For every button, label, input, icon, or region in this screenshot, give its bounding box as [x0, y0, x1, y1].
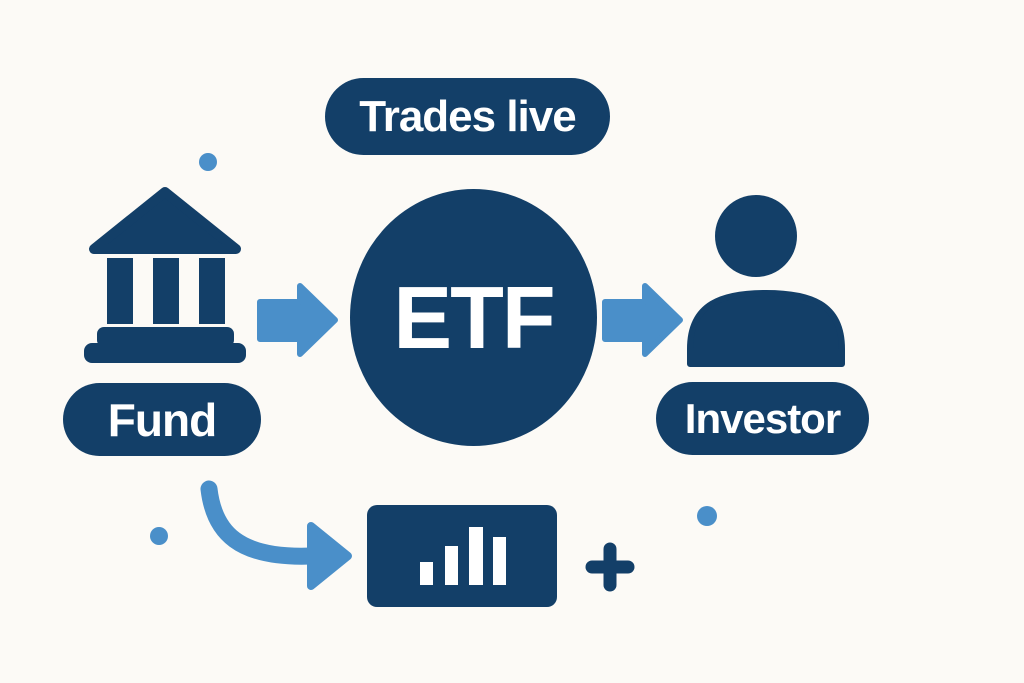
arrow-right-icon	[257, 283, 338, 357]
curved-arrow-icon	[200, 480, 352, 590]
arrow-right-icon	[602, 283, 683, 357]
bar-chart-icon	[367, 505, 557, 607]
person-icon	[687, 195, 845, 367]
investor-label-pill: Investor	[656, 382, 869, 455]
etf-circle-node: ETF	[350, 189, 597, 446]
trades-live-badge: Trades live	[325, 78, 610, 155]
etf-label: ETF	[393, 267, 555, 367]
dot-icon	[150, 527, 168, 545]
plus-icon	[585, 542, 635, 592]
investor-label: Investor	[684, 394, 841, 442]
dot-icon	[199, 153, 217, 171]
fund-label: Fund	[107, 393, 217, 446]
bank-icon	[84, 187, 246, 363]
trades-live-label: Trades live	[359, 91, 576, 141]
dot-icon	[697, 506, 717, 526]
fund-label-pill: Fund	[63, 383, 261, 456]
